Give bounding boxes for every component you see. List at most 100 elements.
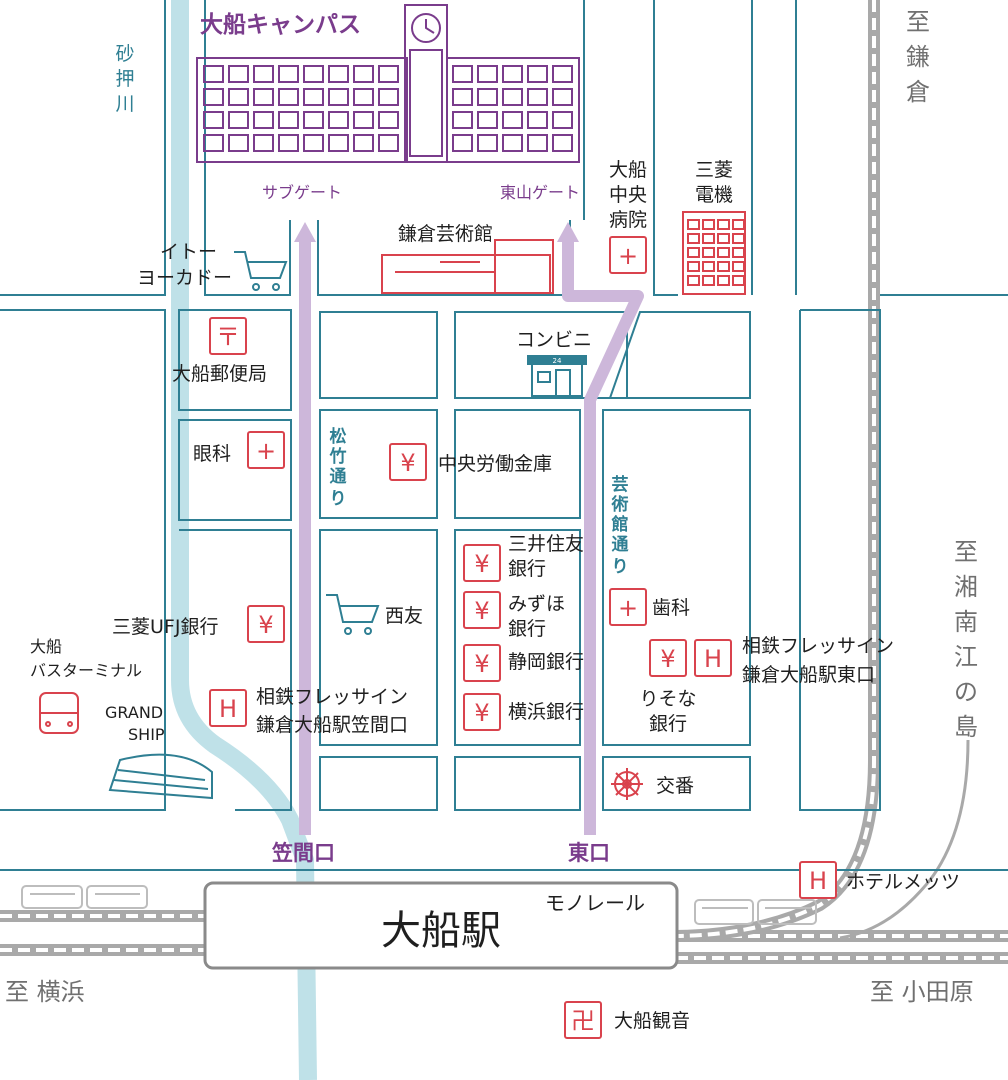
direction-char: 鎌 <box>906 43 930 71</box>
svg-text:H: H <box>219 695 237 723</box>
hospital-label: 大船 <box>609 159 647 181</box>
mufg-bank-icon: ¥ <box>247 605 285 643</box>
poi-icons: + 〒 + ¥ ¥ ¥ ¥ ¥ ¥ + ¥ H H H 卍 <box>209 236 837 1039</box>
itoyokado-label: ヨーカドー <box>137 267 232 289</box>
rokin-bank-icon: ¥ <box>389 443 427 481</box>
ofuna-station-name: 大船駅 <box>381 908 501 954</box>
mizuho-bank-label: 銀行 <box>508 618 546 640</box>
campus-building <box>196 4 580 163</box>
bus-terminal-label: 大船 <box>30 637 62 656</box>
mitsui-sumitomo-label: 三井住友 <box>508 533 584 555</box>
shizuoka-bank-icon: ¥ <box>463 644 501 682</box>
higashiyama-gate-label: 東山ゲート <box>500 183 580 202</box>
ofuna-station-box <box>203 881 679 970</box>
direction-char: 島 <box>954 713 978 741</box>
river-label-char: 川 <box>115 93 134 115</box>
direction-char: 至 <box>906 8 930 36</box>
hospital-label: 中央 <box>609 184 647 206</box>
direction-char: 至 <box>954 538 978 566</box>
itoyokado-label: イトー <box>160 241 217 263</box>
geijutsukan-street-label: 芸 術 館 通 り <box>611 474 629 577</box>
hospital-label: 病院 <box>609 209 647 231</box>
mitsubishi-electric-label: 電機 <box>695 184 733 206</box>
svg-text:H: H <box>809 867 827 895</box>
svg-text:〒: 〒 <box>216 323 240 351</box>
street-label-char: り <box>330 489 347 509</box>
yokohama-bank-label: 横浜銀行 <box>508 701 584 723</box>
mitsubishi-electric-label: 三菱 <box>695 159 733 181</box>
shizuoka-bank-label: 静岡銀行 <box>508 651 584 673</box>
grand-ship-label: SHIP <box>128 725 165 744</box>
sub-gate-label: サブゲート <box>262 183 342 202</box>
shopping-cart-icon <box>234 251 288 291</box>
street-label-char: 通 <box>612 535 629 555</box>
train-icon-left <box>21 885 148 909</box>
eye-clinic-label: 眼科 <box>193 443 231 465</box>
sotetsu-kasama-label: 相鉄フレッサイン <box>256 686 408 708</box>
eye-clinic-icon: + <box>247 431 285 469</box>
svg-text:H: H <box>704 645 722 673</box>
direction-char: の <box>954 678 978 706</box>
grand-ship-building-icon <box>108 753 213 800</box>
arrow-higashiyama-gate <box>557 222 579 242</box>
svg-text:¥: ¥ <box>660 645 675 673</box>
to-odawara-label: 至 小田原 <box>870 978 974 1006</box>
street-label-char: り <box>612 557 629 577</box>
svg-text:+: + <box>618 242 638 270</box>
mizuho-bank-label: みずほ <box>508 593 565 615</box>
resona-bank-label: 銀行 <box>649 713 687 735</box>
shopping-cart-icon <box>326 594 380 635</box>
sotetsu-kasama-label: 鎌倉大船駅笠間口 <box>256 714 408 736</box>
svg-text:+: + <box>256 437 276 465</box>
sotetsu-east-hotel-icon: H <box>694 639 732 677</box>
svg-text:¥: ¥ <box>258 611 273 639</box>
sotetsu-east-label: 相鉄フレッサイン <box>742 635 894 657</box>
svg-text:¥: ¥ <box>474 699 489 727</box>
svg-text:¥: ¥ <box>474 550 489 578</box>
to-kamakura-label: 至 鎌 倉 <box>906 8 930 106</box>
resona-bank-label: りそな <box>639 688 696 710</box>
hotel-metz-label: ホテルメッツ <box>846 871 960 893</box>
grand-ship-label: GRAND <box>105 703 163 722</box>
to-yokohama-label: 至 横浜 <box>5 978 85 1006</box>
direction-char: 倉 <box>906 78 930 106</box>
resona-bank-icon: ¥ <box>649 639 687 677</box>
campus-name: 大船キャンパス <box>200 11 361 38</box>
train-icon-right <box>694 899 817 925</box>
ofuna-kannon-label: 大船観音 <box>614 1010 690 1032</box>
convenience-store-number: 24 <box>553 357 562 365</box>
east-exit-label: 東口 <box>568 841 610 865</box>
river-label: 砂 押 川 <box>115 43 134 115</box>
convenience-store-icon <box>527 355 587 397</box>
street-label-char: 竹 <box>329 446 347 467</box>
city-blocks <box>0 0 1008 871</box>
mitsui-sumitomo-label: 銀行 <box>508 558 546 580</box>
svg-text:卍: 卍 <box>571 1007 595 1035</box>
sotetsu-east-label: 鎌倉大船駅東口 <box>742 664 875 686</box>
ofuna-kannon-temple-icon: 卍 <box>564 1001 602 1039</box>
police-box-label: 交番 <box>656 775 694 797</box>
direction-char: 南 <box>954 608 978 636</box>
rokin-bank-label: 中央労働金庫 <box>438 453 552 475</box>
kamakura-art-center-label: 鎌倉芸術館 <box>398 223 493 245</box>
hospital-icon: + <box>609 236 647 274</box>
river-label-char: 押 <box>115 68 134 90</box>
shochiku-street-label: 松 竹 通 り <box>329 426 347 509</box>
mizuho-bank-icon: ¥ <box>463 591 501 629</box>
post-office-icon: 〒 <box>209 317 247 355</box>
direction-char: 湘 <box>954 573 978 601</box>
police-box-icon <box>611 768 643 800</box>
svg-text:+: + <box>618 594 638 622</box>
post-office-label: 大船郵便局 <box>172 363 267 385</box>
river-label-char: 砂 <box>115 43 134 65</box>
convenience-store-label: コンビニ <box>516 329 592 351</box>
sotetsu-kasama-hotel-icon: H <box>209 689 247 727</box>
arrow-sub-gate <box>294 222 316 242</box>
street-label-char: 松 <box>330 426 347 447</box>
seiyu-label: 西友 <box>385 605 423 627</box>
dental-clinic-icon: + <box>609 588 647 626</box>
svg-text:¥: ¥ <box>474 597 489 625</box>
svg-text:¥: ¥ <box>474 650 489 678</box>
direction-char: 江 <box>954 643 978 671</box>
